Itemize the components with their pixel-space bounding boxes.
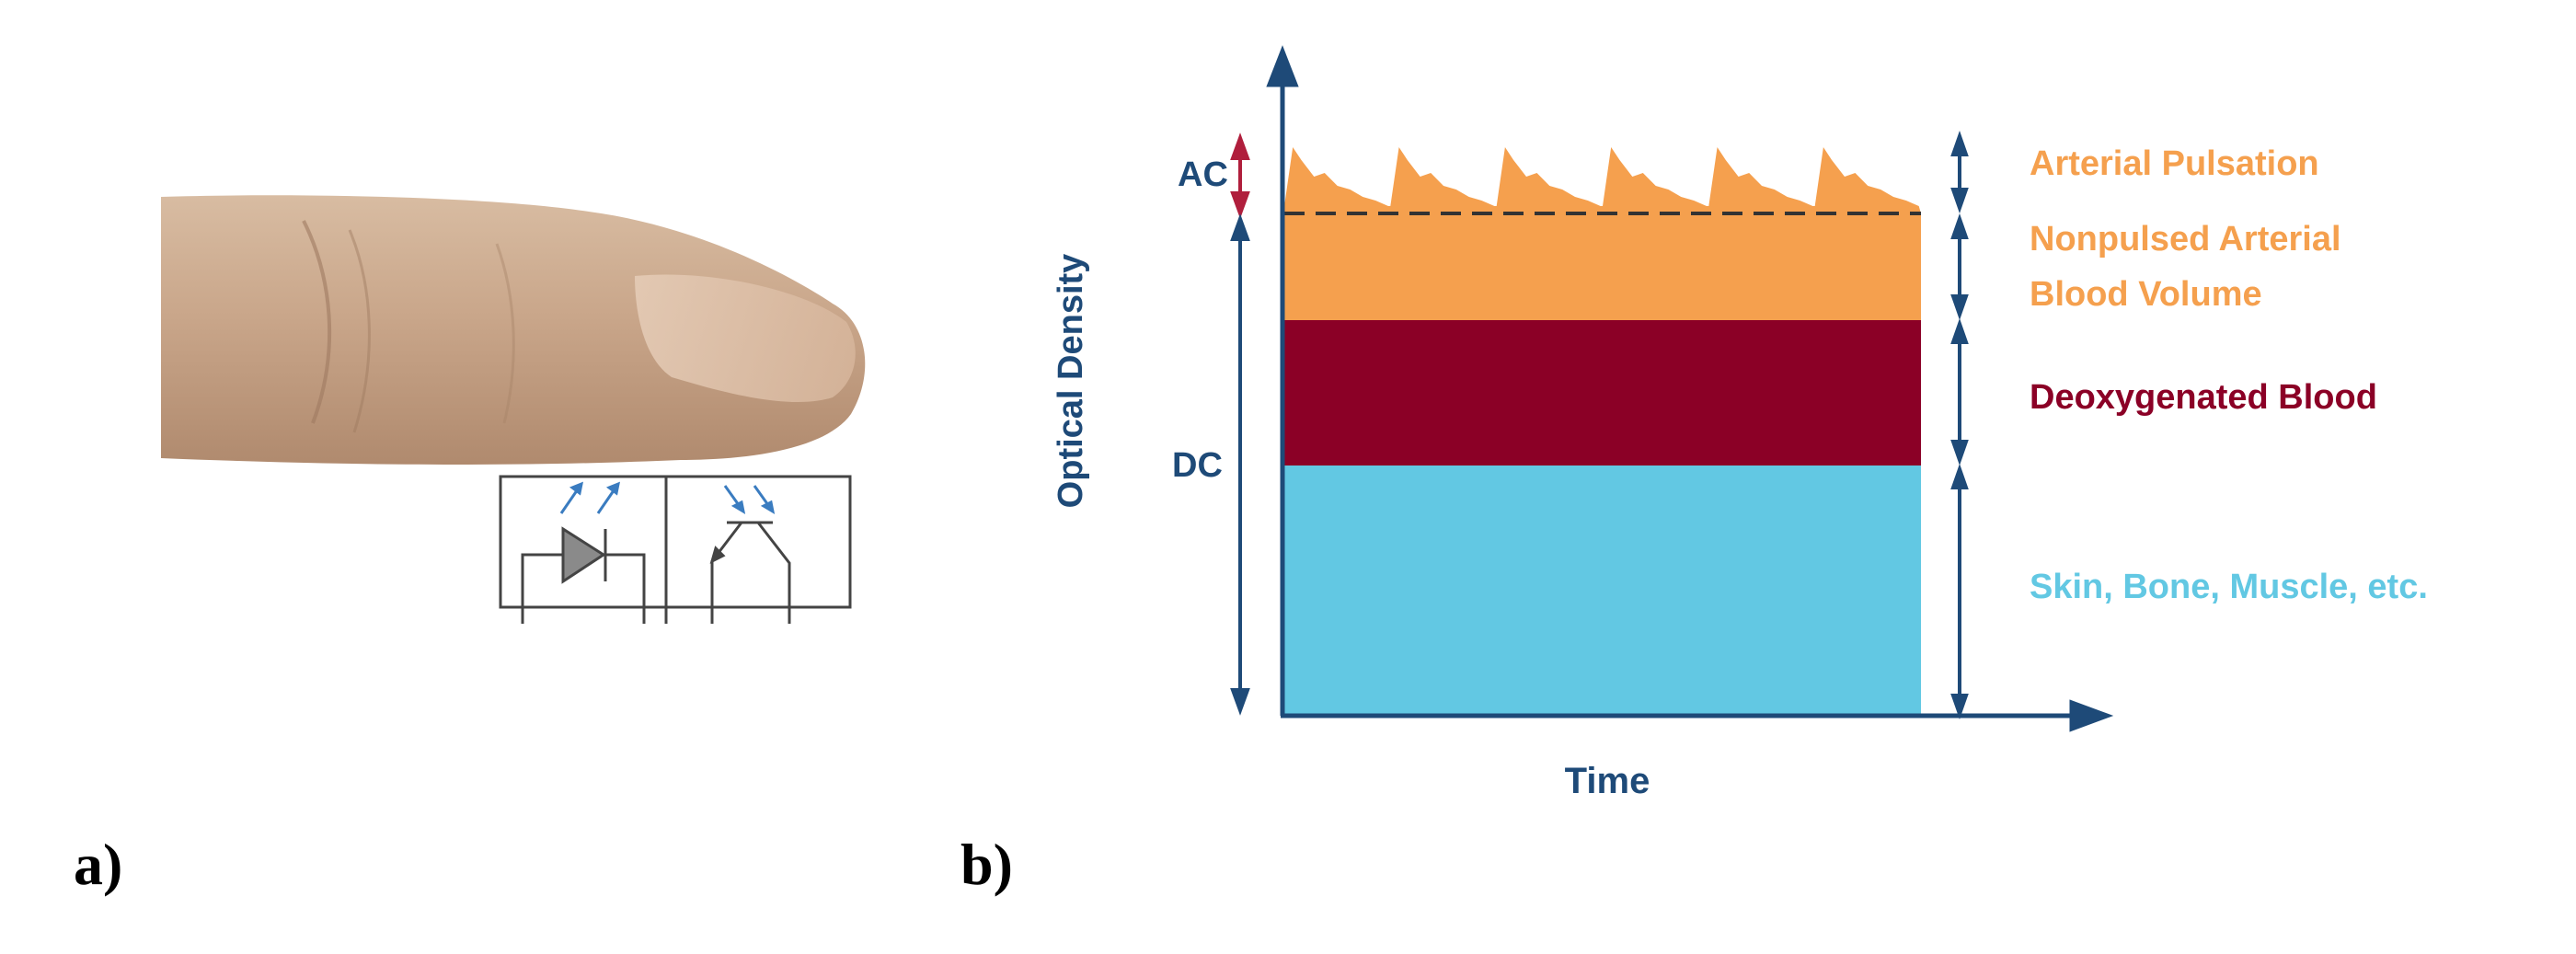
joint-crease [495, 243, 515, 424]
arrowhead-icon [760, 500, 776, 515]
panel-a-label: a) [74, 832, 123, 897]
ac-arrow [1230, 132, 1250, 219]
led-diode-icon [561, 526, 606, 584]
phototransistor-arrow-icon [709, 546, 726, 564]
panel-b-label: b) [960, 832, 1013, 897]
arterial-pulsation-waveform [1284, 147, 1921, 213]
dc-label: DC [1172, 446, 1223, 485]
finger-illustration [161, 195, 866, 465]
dc-arrow [1230, 213, 1250, 716]
nonpulsed-arterial-label: Nonpulsed Arterial [2030, 220, 2341, 259]
deoxygenated-blood-label: Deoxygenated Blood [2030, 378, 2377, 417]
led-leads-icon [521, 553, 646, 624]
x-axis-arrowhead-icon [2069, 699, 2114, 732]
deoxygenated-blood-layer [1284, 320, 1921, 466]
x-axis-label: Time [1565, 761, 1650, 801]
tissue-layer [1284, 466, 1921, 714]
sensor-housing [499, 475, 852, 609]
fingernail [635, 274, 856, 402]
layer-bracket-arrows [1950, 130, 1969, 720]
y-axis-arrowhead-icon [1266, 45, 1299, 87]
phototransistor-collector-icon [756, 522, 791, 624]
nonpulsed-arterial-layer [1284, 213, 1921, 320]
light-rays [559, 481, 776, 515]
ppg-diagram: AC DC Optical Density Time Arterial Puls… [1052, 45, 2428, 801]
knuckle-crease [348, 229, 371, 433]
arrowhead-icon [569, 481, 584, 496]
y-axis-label: Optical Density [1052, 254, 1090, 509]
arrowhead-icon [605, 481, 621, 496]
nonpulsed-arterial-label: Blood Volume [2030, 275, 2262, 314]
optical-sensor [499, 475, 852, 624]
skin-bone-muscle-label: Skin, Bone, Muscle, etc. [2030, 568, 2428, 606]
ac-label: AC [1178, 155, 1228, 194]
arterial-pulsation-label: Arterial Pulsation [2030, 144, 2319, 183]
knuckle-crease [302, 220, 332, 424]
finger-body [161, 195, 866, 465]
arrowhead-icon [730, 500, 746, 515]
